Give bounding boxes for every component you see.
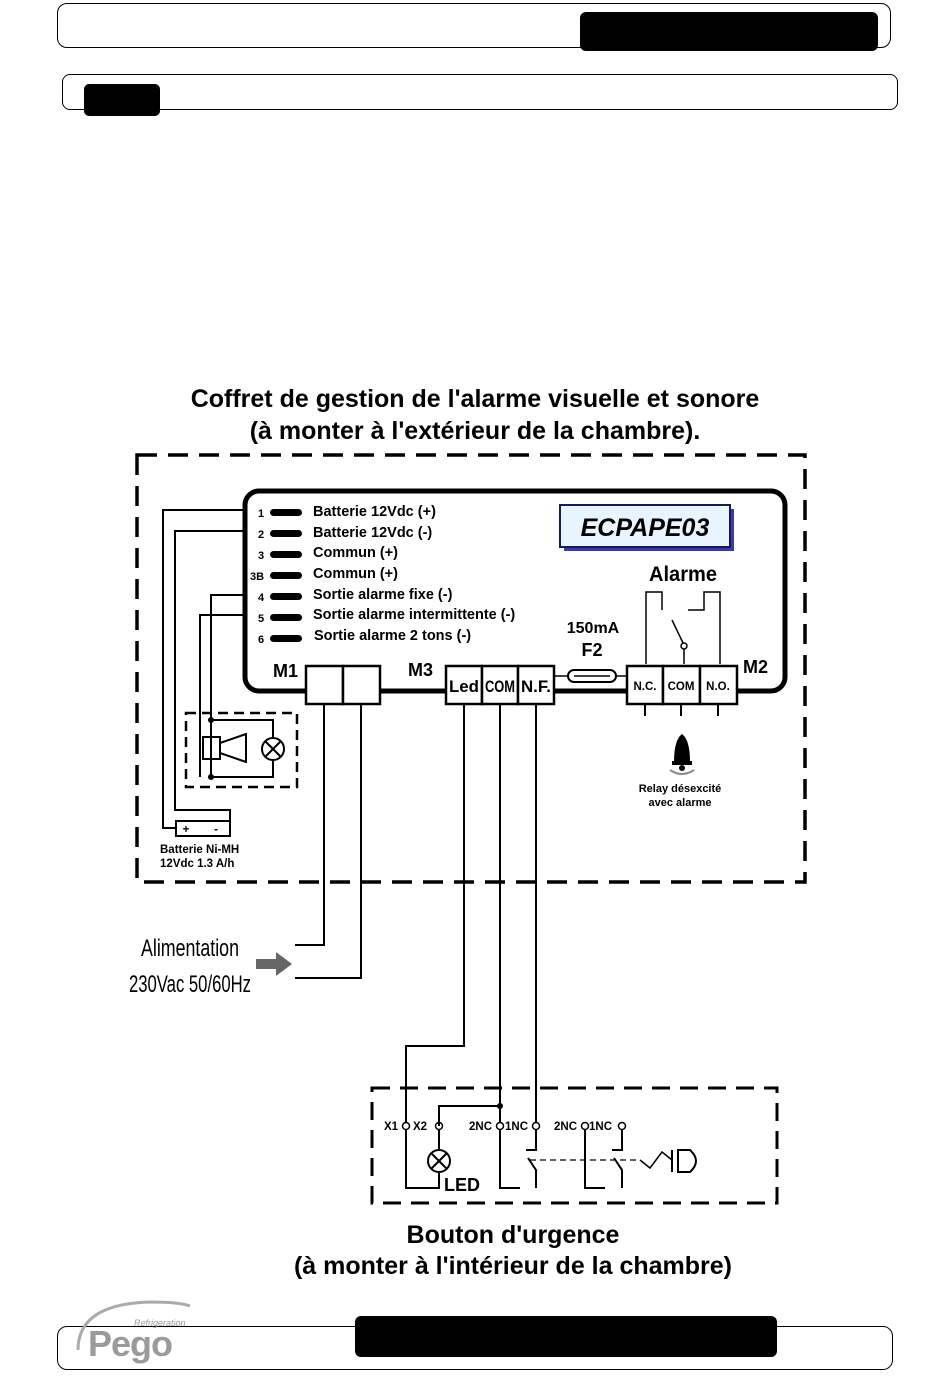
power-arrow-icon: [256, 952, 292, 976]
power-label-line1: Alimentation: [141, 935, 239, 962]
terminal-number: 5: [258, 613, 264, 625]
terminal-label: Commun (+): [313, 545, 398, 561]
power-wiring: [295, 704, 362, 979]
terminal-number: 3: [258, 550, 264, 562]
terminal-number: 4: [258, 592, 265, 604]
led-label: LED: [444, 1175, 480, 1195]
terminal-pin: [270, 635, 302, 642]
button-title-line1: Bouton d'urgence: [407, 1221, 620, 1249]
relay-note-line1: Relay désexcité: [639, 783, 722, 795]
model-label-box: [559, 504, 731, 548]
m2-term-label: N.C.: [634, 681, 657, 693]
siren-lamp-box: [184, 711, 299, 789]
terminal-pin: [270, 593, 302, 600]
junction-dot: [497, 1103, 503, 1109]
button-wiring: [405, 704, 537, 1126]
m2-terminal-nc: [625, 664, 665, 706]
terminal-label: Sortie alarme fixe (-): [313, 587, 453, 603]
speaker-icon: [219, 732, 247, 764]
terminal-label: Sortie alarme intermittente (-): [313, 607, 515, 623]
m3-term-label: Led: [449, 677, 479, 696]
terminal-number: 6: [258, 634, 264, 646]
terminal-number: 3B: [250, 571, 264, 583]
terminal-label: Commun (+): [313, 566, 398, 582]
m1-terminal-block: [341, 664, 382, 706]
button-term-label: 1NC: [589, 1121, 612, 1133]
button-term-label: 2NC: [554, 1121, 577, 1133]
logo-subtitle: Refrigeration: [134, 1318, 186, 1328]
relay-note-line2: avec alarme: [649, 797, 712, 809]
junction-dot: [208, 774, 214, 780]
diagram-title-line2: (à monter à l'extérieur de la chambre).: [250, 417, 701, 445]
pego-logo: Refrigeration Pego: [76, 1300, 191, 1364]
battery-label-line2: 12Vdc 1.3 A/h: [160, 858, 234, 870]
battery-minus: -: [214, 824, 218, 836]
battery-label-line1: Batterie Ni-MH: [160, 844, 239, 856]
pushbutton-icon: [671, 1149, 697, 1173]
lamp-cross: [430, 1152, 448, 1170]
footer-black-tab: [355, 1316, 777, 1357]
m1-terminal-block: [304, 664, 345, 706]
alarm-bell-icon: [669, 734, 695, 775]
terminal-list: 1 Batterie 12Vdc (+) 2 Batterie 12Vdc (-…: [250, 504, 515, 646]
m2-term-label: N.O.: [706, 681, 730, 693]
terminal-pin: [270, 530, 302, 537]
diagram-title-line1: Coffret de gestion de l'alarme visuelle …: [191, 385, 760, 413]
relay-contact-icon: [645, 591, 721, 664]
m3-terminal-led: [444, 664, 484, 706]
actuator-link: [639, 1150, 673, 1170]
m2-terminal-com: [661, 664, 702, 706]
connector-m2-label: M2: [743, 657, 768, 677]
terminal-pin: [270, 551, 302, 558]
terminal-number: 2: [258, 529, 264, 541]
section-black-tab: [84, 84, 160, 116]
terminal-label: Batterie 12Vdc (+): [313, 504, 436, 520]
terminal-number: 1: [258, 508, 264, 520]
logo-text: Pego: [88, 1323, 172, 1364]
terminal-pin: [270, 509, 302, 516]
internal-wiring: [162, 509, 274, 829]
junction-dot: [208, 717, 214, 723]
button-term-label: 2NC: [469, 1121, 492, 1133]
alarm-relay-label: Alarme: [649, 563, 717, 586]
m3-term-label: N.F.: [521, 677, 551, 696]
section-frame: [62, 74, 898, 110]
button-term-label: 1NC: [505, 1121, 528, 1133]
terminal-label: Sortie alarme 2 tons (-): [314, 628, 471, 644]
emergency-button-box: [370, 1086, 779, 1205]
battery-icon: [175, 820, 231, 837]
header-black-tab: [580, 12, 878, 51]
terminal-label: Batterie 12Vdc (-): [313, 525, 432, 541]
button-term-label: X2: [413, 1121, 427, 1133]
fuse-name: F2: [581, 640, 602, 660]
button-title-line2: (à monter à l'intérieur de la chambre): [294, 1252, 732, 1280]
button-term-label: X1: [384, 1121, 399, 1133]
button-internal-wiring: [405, 1105, 623, 1189]
connector-m1-label: M1: [273, 661, 298, 681]
terminal-pin: [270, 614, 302, 621]
fuse-rating: 150mA: [567, 620, 620, 637]
connector-m3-label: M3: [408, 660, 433, 680]
lamp-cross: [264, 740, 282, 758]
terminal-pin: [270, 572, 302, 579]
power-label-line2: 230Vac 50/60Hz: [129, 971, 251, 998]
m3-term-label: COM: [485, 677, 515, 696]
m2-term-label: COM: [668, 681, 695, 693]
header-frame: [57, 3, 891, 48]
button-terminal-circles: [401, 1121, 627, 1131]
outer-enclosure-dashed: [135, 453, 807, 884]
battery-plus: +: [183, 824, 190, 836]
model-label: ECPAPE03: [581, 514, 710, 542]
